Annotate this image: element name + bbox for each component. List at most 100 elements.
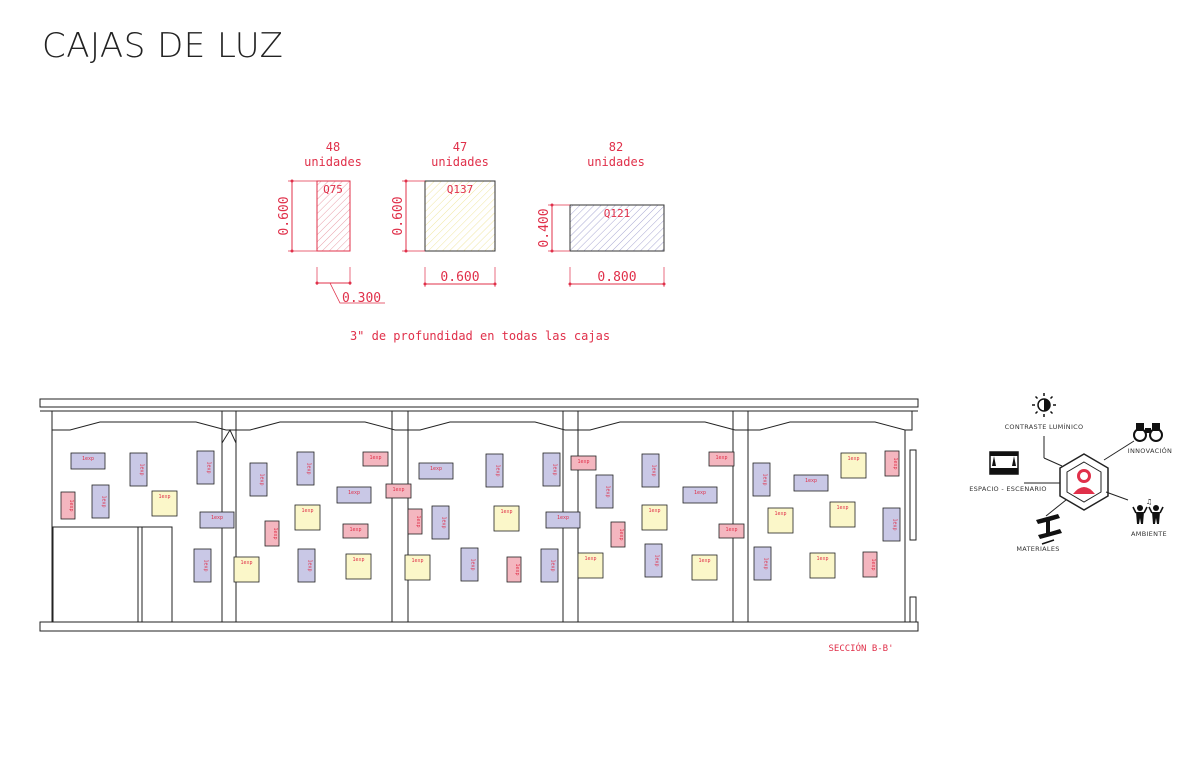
light-box-tag: 1exp — [415, 515, 421, 527]
light-box-tag: 1exp — [139, 463, 145, 475]
light-box-tag: 1exp — [301, 508, 313, 514]
box-count-q137: 47 — [453, 140, 467, 154]
blue-light-box — [752, 462, 771, 497]
width-dim-q121: 0.800 — [597, 270, 636, 285]
blue-light-box — [418, 462, 454, 480]
box-code-q137: Q137 — [447, 183, 474, 196]
blue-light-box — [542, 452, 561, 487]
red-light-box — [862, 551, 878, 578]
light-box-tag: 1exp — [725, 527, 737, 533]
blue-light-box — [199, 511, 235, 529]
light-box-tag: 1exp — [272, 527, 278, 539]
blue-light-box — [485, 453, 504, 488]
light-box-tag: 1exp — [348, 490, 360, 496]
light-box-tag: 1exp — [307, 559, 313, 571]
height-dim-q75: 0.600 — [277, 196, 292, 235]
light-box-tag: 1exp — [206, 461, 212, 473]
width-dim-q75: 0.300 — [342, 291, 381, 306]
light-box-tag: 1exp — [211, 515, 223, 521]
legend-innovation-label: INNOVACIÓN — [1128, 446, 1172, 455]
light-box-tag: 1exp — [847, 456, 859, 462]
light-box-tag: 1exp — [349, 527, 361, 533]
box-unit-q137: unidades — [431, 155, 489, 169]
blue-light-box — [682, 486, 718, 504]
legend-ambient-label: AMBIENTE — [1131, 530, 1167, 538]
legend-space-label: ESPACIO - ESCENARIO — [969, 485, 1047, 493]
concept-legend: CONTRASTE LUMÍNICO INNOVACIÓN ESPACIO - … — [969, 393, 1172, 553]
legend-contrast-label: CONTRASTE LUMÍNICO — [1005, 422, 1084, 431]
yellow-light-box — [840, 452, 867, 479]
light-box-tag: 1exp — [430, 466, 442, 472]
light-box-tag: 1exp — [82, 456, 94, 462]
light-box-tag: 1exp — [514, 563, 520, 575]
yellow-light-box — [809, 552, 836, 579]
blue-light-box — [595, 474, 614, 509]
light-box-tag: 1exp — [870, 558, 876, 570]
stage-icon — [989, 451, 1019, 475]
yellow-light-box — [294, 504, 321, 531]
light-box-tag: 1exp — [369, 455, 381, 461]
blue-light-box — [196, 450, 215, 485]
yellow-light-box — [577, 552, 604, 579]
red-light-box — [506, 556, 522, 583]
light-box-tag: 1exp — [698, 558, 710, 564]
blue-light-box — [793, 474, 829, 492]
red-light-box — [264, 520, 280, 547]
light-box-tag: 1exp — [762, 473, 768, 485]
red-light-box — [407, 508, 423, 535]
light-box-tag: 1exp — [500, 509, 512, 515]
light-box-tag: 1exp — [411, 558, 423, 564]
box-code-q121: Q121 — [604, 207, 631, 220]
blue-light-box — [753, 546, 772, 581]
height-dim-q121: 0.400 — [537, 208, 552, 247]
blue-light-box — [297, 548, 316, 583]
light-box-tag: 1exp — [352, 557, 364, 563]
blue-light-box — [882, 507, 901, 542]
light-box-tag: 1exp — [240, 560, 252, 566]
yellow-light-box — [345, 553, 372, 580]
height-dim-q137: 0.600 — [391, 196, 406, 235]
box-count-q121: 82 — [609, 140, 623, 154]
red-light-box — [884, 450, 900, 477]
blue-light-box — [70, 452, 106, 470]
light-box-tag: 1exp — [892, 457, 898, 469]
blue-light-box — [249, 462, 268, 497]
red-light-box — [342, 523, 369, 539]
red-light-box — [570, 455, 597, 471]
blue-light-box — [91, 484, 110, 519]
box-code-q75: Q75 — [323, 183, 343, 196]
light-box-tag: 1exp — [306, 462, 312, 474]
red-light-box — [610, 521, 626, 548]
light-box-tag: 1exp — [584, 556, 596, 562]
box-type-q121: 82 unidades Q121 0.400 0.800 — [537, 140, 666, 287]
box-unit-q75: unidades — [304, 155, 362, 169]
box-unit-q121: unidades — [587, 155, 645, 169]
box-shape-q121 — [569, 204, 665, 252]
page-title: CAJAS DE LUZ — [42, 26, 284, 66]
blue-light-box — [129, 452, 148, 487]
light-box-tag: 1exp — [605, 485, 611, 497]
yellow-light-box — [641, 504, 668, 531]
light-box-tag: 1exp — [836, 505, 848, 511]
light-box-tag: 1exp — [694, 490, 706, 496]
section-elevation — [39, 398, 919, 632]
red-light-box — [385, 483, 412, 499]
light-box-tag: 1exp — [763, 557, 769, 569]
hexagon-frame — [1059, 453, 1109, 511]
light-box-tag: 1exp — [715, 455, 727, 461]
blue-light-box — [296, 451, 315, 486]
blue-light-box — [460, 547, 479, 582]
light-box-tag: 1exp — [101, 495, 107, 507]
blue-light-box — [193, 548, 212, 583]
yellow-light-box — [829, 501, 856, 528]
light-box-tag: 1exp — [259, 473, 265, 485]
light-box-tag: 1exp — [654, 554, 660, 566]
light-box-tag: 1exp — [618, 528, 624, 540]
box-type-q137: 47 unidades Q137 0.600 0.600 — [391, 140, 497, 287]
red-light-box — [708, 451, 735, 467]
light-box-tag: 1exp — [158, 494, 170, 500]
blue-light-box — [540, 548, 559, 583]
light-box-tag: 1exp — [392, 487, 404, 493]
light-box-tag: 1exp — [816, 556, 828, 562]
